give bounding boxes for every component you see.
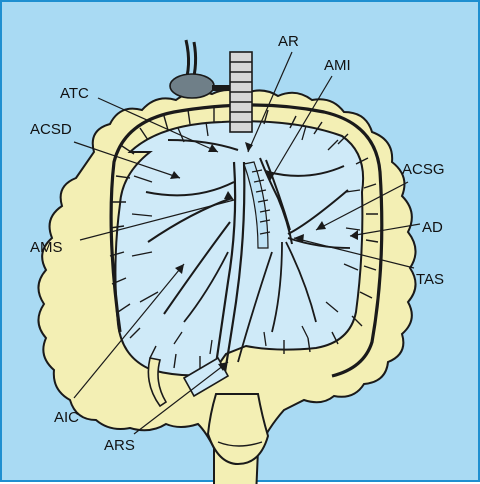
rectum <box>208 394 268 464</box>
label-atc: ATC <box>60 85 89 102</box>
mesentery-area <box>115 121 363 375</box>
label-aic: AIC <box>54 409 79 426</box>
label-ami: AMI <box>324 57 351 74</box>
label-ars: ARS <box>104 437 135 454</box>
label-acsg: ACSG <box>402 161 445 178</box>
label-ams: AMS <box>30 239 63 256</box>
label-tas: TAS <box>416 271 444 288</box>
label-ad: AD <box>422 219 443 236</box>
label-ar: AR <box>278 33 299 50</box>
label-acsd: ACSD <box>30 121 72 138</box>
